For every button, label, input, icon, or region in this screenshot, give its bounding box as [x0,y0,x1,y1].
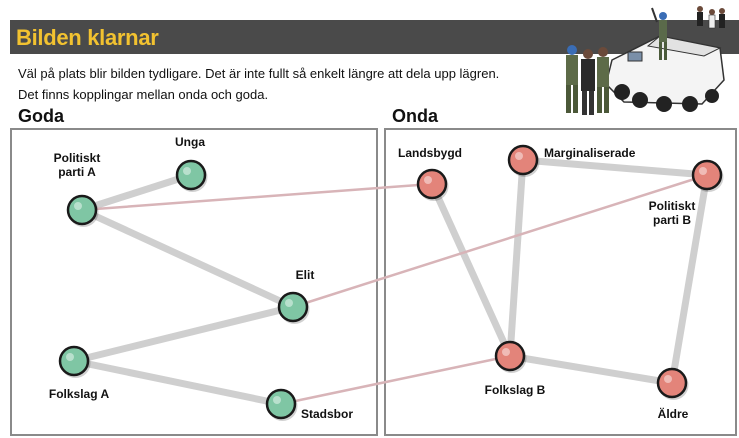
node-highlight [664,375,672,383]
node-circle [656,367,688,399]
node-circle [494,340,526,372]
node-highlight [74,202,82,210]
node-unga: Unga [175,135,208,192]
link-folkslag-a-stadsbor [70,357,285,408]
node-highlight [502,348,510,356]
node-highlight [66,353,74,361]
link-marginaliserade-politiskt-parti-b [519,156,711,179]
link-folkslag-b-aldre [506,352,676,387]
soldiers-vehicle-illustration [566,6,725,115]
page-title: Bilden klarnar [16,25,159,50]
link-elit-politiskt-parti-b [291,173,709,309]
node-highlight [515,152,523,160]
link-politiskt-parti-a-elit [78,206,297,311]
link-politiskt-parti-a-unga [78,171,195,214]
header-bar [10,20,739,54]
evil-panel-title: Onda [392,106,439,126]
node-circle [691,159,723,191]
node-circle [175,159,207,191]
description-line-1: Väl på plats blir bilden tydligare. Det … [18,66,500,81]
link-landsbygd-folkslag-b [428,180,514,360]
node-highlight [285,299,293,307]
soldier-on-vehicle-icon [651,7,667,60]
node-label-folkslag-b: Folkslag B [485,383,546,397]
node-elit: Elit [277,268,315,324]
node-label-stadsbor: Stadsbor [301,407,353,421]
node-label-aldre: Äldre [658,406,689,421]
node-highlight [424,176,432,184]
node-label-unga: Unga [175,135,205,149]
node-circle [265,388,297,420]
good-panel-title: Goda [18,106,65,126]
node-label-politiskt-parti-b: parti B [653,213,691,227]
node-label-folkslag-a: Folkslag A [49,387,110,401]
link-elit-folkslag-a [70,303,297,365]
node-label-politiskt-parti-a: parti A [58,165,96,179]
node-circle [66,194,98,226]
link-politiskt-parti-a-landsbygd [80,182,434,212]
node-circle [416,168,448,200]
node-stadsbor: Stadsbor [265,388,353,421]
node-folkslag-a: Folkslag A [49,345,110,401]
node-aldre: Äldre [656,367,689,421]
description-line-2: Det finns kopplingar mellan onda och god… [18,87,269,102]
node-highlight [183,167,191,175]
link-politiskt-parti-b-aldre [668,171,711,387]
link-stadsbor-folkslag-b [279,354,512,406]
node-label-politiskt-parti-b: Politiskt [649,199,696,213]
node-label-politiskt-parti-a: Politiskt [54,151,101,165]
node-circle [507,144,539,176]
node-folkslag-b: Folkslag B [485,340,546,397]
node-label-marginaliserade: Marginaliserade [544,146,636,160]
node-circle [58,345,90,377]
node-label-landsbygd: Landsbygd [398,146,462,160]
node-highlight [273,396,281,404]
node-label-elit: Elit [296,268,315,282]
link-marginaliserade-folkslag-b [506,156,527,360]
node-landsbygd: Landsbygd [398,146,462,201]
soldiers-ground-icon [566,45,609,115]
node-circle [277,291,309,323]
node-marginaliserade: Marginaliserade [507,144,636,177]
civilians-icon [697,6,725,29]
node-highlight [699,167,707,175]
